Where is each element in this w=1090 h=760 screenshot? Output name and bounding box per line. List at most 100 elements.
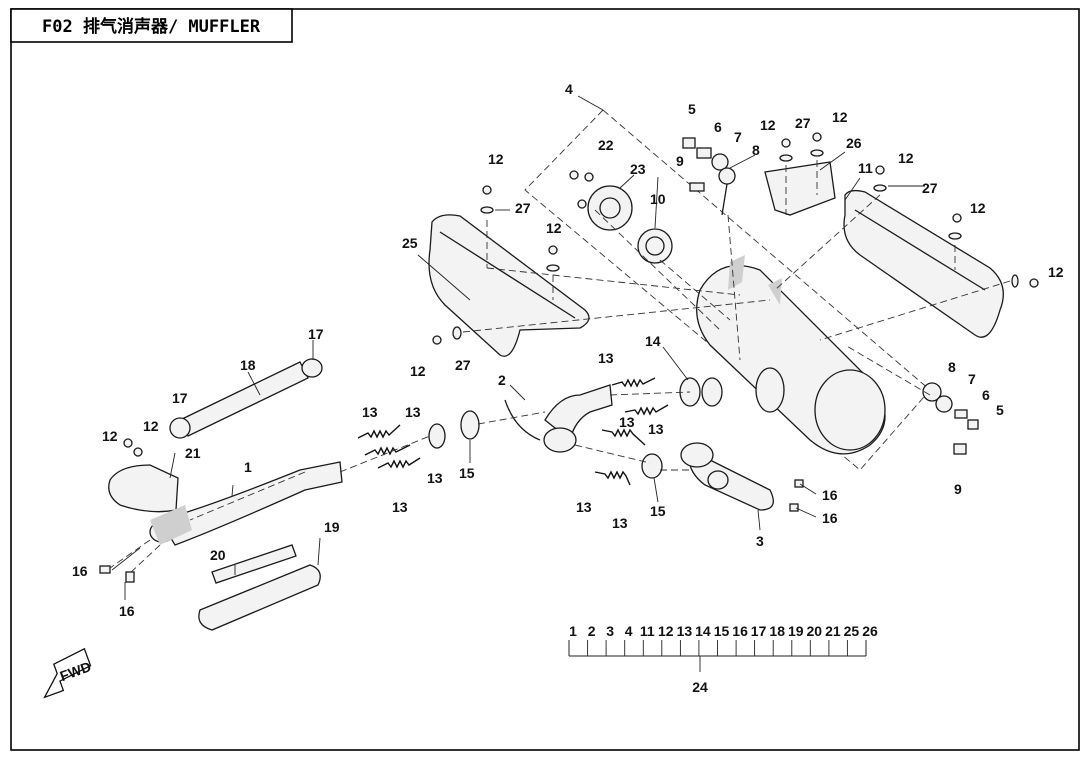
label-6-top: 6	[714, 119, 722, 135]
diagram-border	[10, 8, 1080, 751]
exhaust-pipe-2	[504, 384, 613, 453]
label-15-left: 15	[459, 465, 475, 481]
label-17-top: 17	[308, 326, 324, 342]
label-3: 3	[756, 533, 764, 549]
label-26: 26	[846, 135, 862, 151]
label-18: 18	[240, 357, 256, 373]
label-12-j: 12	[143, 418, 159, 434]
label-12-g: 12	[970, 200, 986, 216]
tape-20	[211, 544, 297, 584]
label-12-f: 12	[898, 150, 914, 166]
label-12-i: 12	[102, 428, 118, 444]
diagram-title: F02 排气消声器/ MUFFLER	[42, 16, 261, 37]
muffler-body	[696, 255, 886, 455]
fasteners	[99, 132, 1039, 583]
label-16-c: 16	[72, 563, 88, 579]
gasket-15-right	[641, 453, 663, 479]
assembly-24-item: 13	[677, 623, 693, 639]
label-12-e: 12	[832, 109, 848, 125]
label-13-g: 13	[648, 421, 664, 437]
assembly-24-item: 25	[844, 623, 860, 639]
fwd-arrow: FWD	[43, 647, 93, 699]
clamp-17-left	[169, 417, 191, 439]
insulation-sleeve-18	[179, 361, 309, 437]
label-12-d: 12	[760, 117, 776, 133]
heat-shield-25	[428, 214, 590, 357]
label-27-a: 27	[515, 200, 531, 216]
alignment-lines	[109, 160, 1011, 576]
label-8-top: 8	[752, 142, 760, 158]
label-5-top: 5	[688, 101, 696, 117]
label-15-right: 15	[650, 503, 666, 519]
gasket-14	[679, 377, 723, 407]
hardware-top	[682, 137, 736, 216]
assembly-24-item: 11	[640, 623, 655, 639]
label-22: 22	[598, 137, 614, 153]
assembly-24-item: 17	[751, 623, 767, 639]
sleeve-19	[198, 564, 321, 631]
label-1: 1	[244, 459, 252, 475]
label-9-top: 9	[676, 153, 684, 169]
label-5-right: 5	[996, 402, 1004, 418]
label-16-b: 16	[822, 510, 838, 526]
label-12-a: 12	[488, 151, 504, 167]
heat-shield-26	[764, 161, 836, 216]
assembly-24-item: 20	[807, 623, 823, 639]
label-27-b: 27	[455, 357, 471, 373]
label-8-right: 8	[948, 359, 956, 375]
assembly-24-item: 18	[769, 623, 785, 639]
exhaust-pipe-1	[108, 461, 343, 546]
label-6-right: 6	[982, 387, 990, 403]
assembly-24-label: 24	[692, 679, 708, 695]
label-23: 23	[630, 161, 646, 177]
assembly-4-outline	[524, 109, 931, 471]
label-13-i: 13	[612, 515, 628, 531]
label-16-d: 16	[119, 603, 135, 619]
label-13-h: 13	[576, 499, 592, 515]
assembly-24-item: 1	[569, 623, 577, 639]
leader-lines	[111, 95, 925, 600]
part-labels: 4 2 1 3 5 5 6 6 7 7 8 8 9 9 10 11 12 12 …	[72, 81, 1064, 619]
assembly-24-item: 15	[714, 623, 730, 639]
label-7-top: 7	[734, 129, 742, 145]
assembly-24-item: 14	[695, 623, 711, 639]
label-7-right: 7	[968, 371, 976, 387]
label-13-d: 13	[392, 499, 408, 515]
label-19: 19	[324, 519, 340, 535]
label-10: 10	[650, 191, 666, 207]
gasket-10	[637, 228, 673, 264]
assembly-24-item: 12	[658, 623, 674, 639]
assembly-24-item: 4	[625, 623, 633, 639]
title-box	[10, 8, 293, 43]
hardware-right	[922, 382, 979, 455]
assembly-24-item: 26	[862, 623, 878, 639]
label-27-d: 27	[922, 180, 938, 196]
label-17-left: 17	[172, 390, 188, 406]
flange-23	[587, 185, 633, 231]
clamp-17-top	[301, 358, 323, 378]
heat-shield-11	[843, 189, 1004, 338]
assembly-24-item: 16	[732, 623, 748, 639]
assembly-24-item: 21	[825, 623, 841, 639]
label-20: 20	[210, 547, 226, 563]
label-2: 2	[498, 372, 506, 388]
label-27-c: 27	[795, 115, 811, 131]
label-14: 14	[645, 333, 661, 349]
label-12-h: 12	[1048, 264, 1064, 280]
label-13-c: 13	[427, 470, 443, 486]
label-4: 4	[565, 81, 573, 97]
label-25: 25	[402, 235, 418, 251]
assembly-24-item: 2	[588, 623, 596, 639]
label-12-c: 12	[410, 363, 426, 379]
springs-13	[357, 377, 669, 486]
label-12-b: 12	[546, 220, 562, 236]
label-9-right: 9	[954, 481, 962, 497]
exhaust-pipe-3	[680, 442, 774, 511]
label-13-f: 13	[619, 414, 635, 430]
label-16-a: 16	[822, 487, 838, 503]
label-21: 21	[185, 445, 201, 461]
bracket-21	[150, 505, 192, 545]
